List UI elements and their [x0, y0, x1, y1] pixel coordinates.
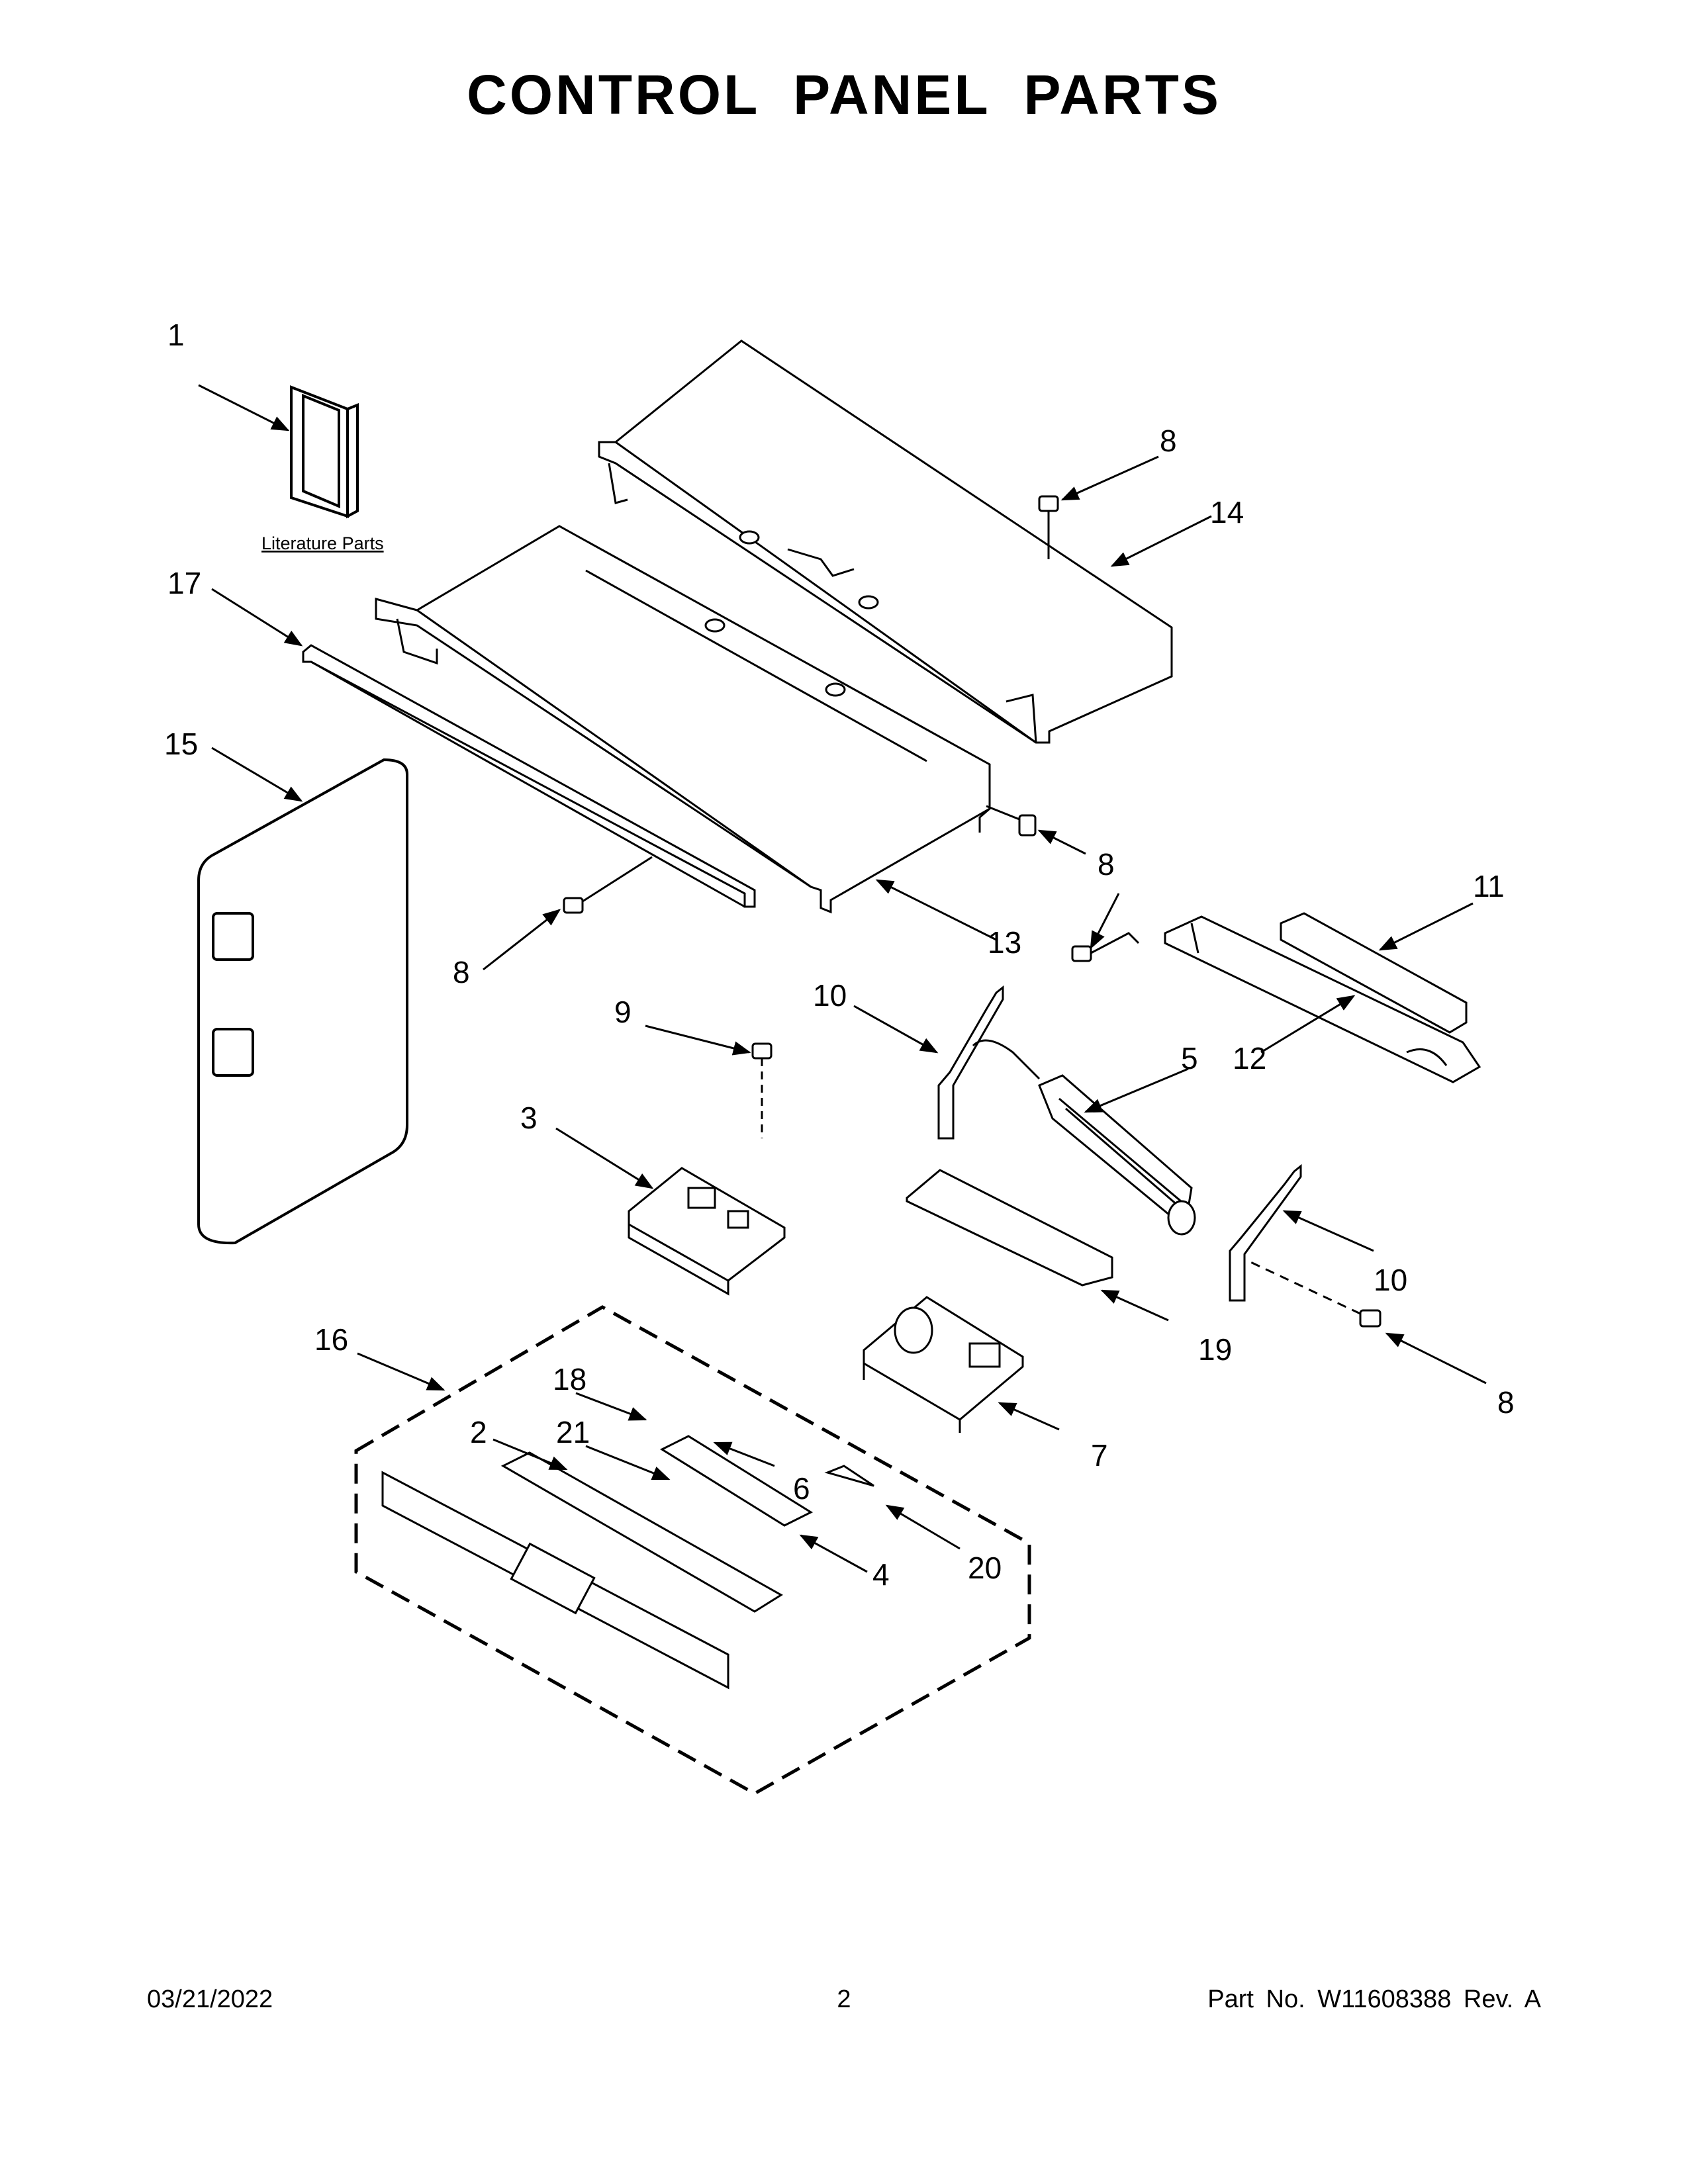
front-channel-strip: [302, 644, 756, 908]
mounting-bracket: [1164, 915, 1481, 1083]
control-panel-chassis: [375, 525, 991, 914]
callout-10: 10: [1374, 1263, 1407, 1297]
callout-15: 15: [164, 727, 198, 761]
callout-19: 19: [1198, 1332, 1232, 1367]
callout-21: 21: [556, 1415, 590, 1449]
callout-1: 1: [167, 318, 185, 352]
callout-16: 16: [314, 1322, 348, 1357]
display-assembly-outline: [354, 1305, 1031, 1796]
screw-icon: [1038, 495, 1059, 559]
screw-icon: [986, 805, 1037, 837]
callout-9: 9: [614, 995, 632, 1029]
side-panel: [197, 758, 408, 1245]
blower-fan: [972, 1039, 1196, 1236]
footer-page-number: 2: [837, 1985, 851, 2013]
screw-icon: [751, 1042, 773, 1138]
screw-icon: [563, 856, 653, 914]
leader-lines: [198, 384, 1487, 1573]
callout-2: 2: [470, 1415, 487, 1449]
footer-date: 03/21/2022: [147, 1985, 273, 2013]
footer-part-number: Part No. W11608388 Rev. A: [1207, 1985, 1541, 2013]
screw-icon: [1247, 1259, 1382, 1328]
upper-wrapper-panel: [598, 340, 1173, 744]
literature-parts-label: Literature Parts: [261, 533, 384, 553]
callout-14: 14: [1210, 495, 1244, 529]
callout-8: 8: [1497, 1385, 1515, 1420]
callout-17: 17: [167, 566, 201, 600]
callout-4: 4: [872, 1557, 890, 1592]
callout-7: 7: [1091, 1438, 1108, 1473]
air-deflector: [906, 1169, 1113, 1287]
insulation-bar: [1280, 912, 1468, 1034]
blower-bracket-left: [937, 985, 1004, 1140]
relay-control-board: [628, 1167, 786, 1296]
callout-5: 5: [1181, 1041, 1198, 1075]
callout-10: 10: [813, 978, 847, 1013]
literature-parts-book: [290, 385, 359, 519]
control-panel-display: [381, 1435, 874, 1690]
screw-icon: [1071, 932, 1140, 962]
callout-20: 20: [968, 1551, 1002, 1585]
callout-18: 18: [553, 1362, 586, 1396]
callout-13: 13: [988, 925, 1021, 960]
callout-6: 6: [793, 1471, 810, 1506]
power-supply-board: [863, 1296, 1024, 1433]
blower-bracket-right: [1229, 1163, 1302, 1302]
callout-11: 11: [1473, 869, 1505, 903]
callout-3: 3: [520, 1101, 538, 1135]
callout-8: 8: [1160, 424, 1177, 458]
callout-12: 12: [1233, 1041, 1266, 1075]
callout-8: 8: [1098, 847, 1115, 882]
page-title: CONTROL PANEL PARTS: [467, 64, 1221, 126]
callout-8: 8: [453, 955, 470, 989]
